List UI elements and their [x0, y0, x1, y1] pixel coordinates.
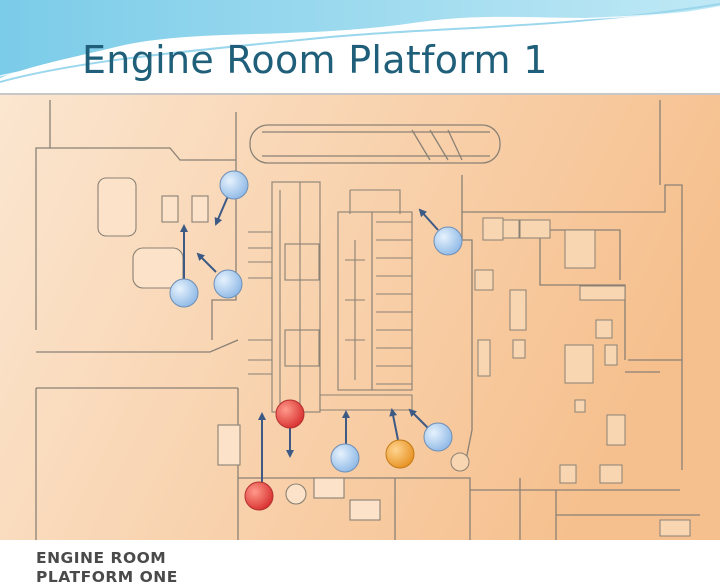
marker-red-2: [244, 481, 274, 511]
marker-red-1: [275, 399, 305, 429]
marker-arrows: [180, 195, 439, 484]
marker-blue-3: [213, 269, 243, 299]
marker-blue-2: [169, 278, 199, 308]
slide-header: Engine Room Platform 1: [0, 0, 720, 94]
floor-plan-drawing: [0, 95, 720, 540]
marker-blue-4: [433, 226, 463, 256]
header-wave-decoration: [0, 0, 720, 83]
location-markers: [169, 170, 463, 511]
slide-title: Engine Room Platform 1: [82, 38, 548, 82]
plan-caption-line-2: PLATFORM ONE: [36, 568, 178, 586]
left-equipment: [97, 177, 381, 521]
engine-cylinders: [248, 221, 412, 385]
plan-caption: ENGINE ROOM PLATFORM ONE: [36, 549, 178, 587]
marker-blue-6: [423, 422, 453, 452]
floor-plan: ENGINE ROOM PLATFORM ONE: [0, 95, 720, 586]
engine-block: [271, 181, 413, 413]
right-equipment: [450, 217, 691, 537]
marker-blue-5: [330, 443, 360, 473]
header-divider: [0, 93, 720, 95]
marker-orange-1: [385, 439, 415, 469]
plan-walls: [35, 100, 700, 540]
marker-blue-1: [219, 170, 249, 200]
plan-caption-line-1: ENGINE ROOM: [36, 549, 167, 567]
